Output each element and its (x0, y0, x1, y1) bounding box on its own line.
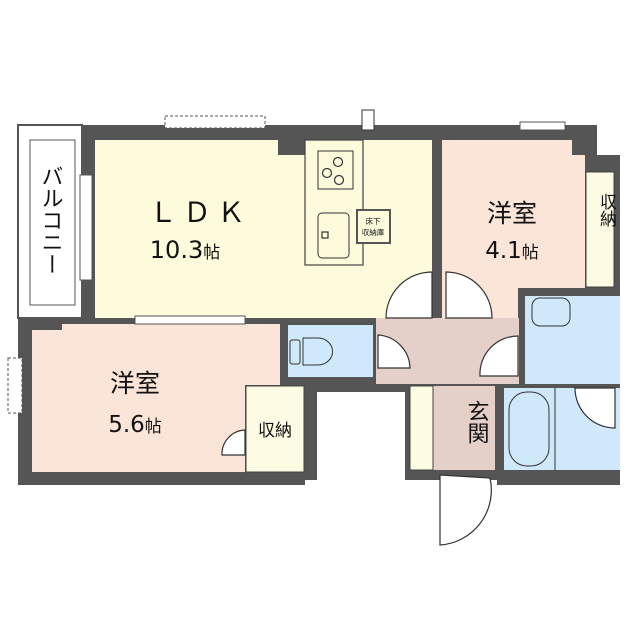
kitchen-counter (304, 139, 364, 266)
room-western-4-1 (442, 140, 585, 318)
svg-text:玄関: 玄関 (464, 400, 489, 444)
door[interactable] (445, 271, 493, 319)
svg-text:収納: 収納 (596, 193, 617, 228)
door[interactable] (361, 109, 375, 131)
toilet-door[interactable] (377, 334, 411, 369)
door[interactable] (385, 271, 433, 319)
closet-2 (245, 385, 305, 473)
bathtub (508, 391, 550, 467)
washroom (525, 296, 620, 384)
window (79, 174, 93, 281)
underfloor-storage (356, 209, 391, 244)
shoe-closet (409, 385, 434, 471)
svg-text:4.1帖: 4.1帖 (485, 238, 539, 264)
wash-basin (531, 297, 571, 327)
svg-text:ＬＤＫ: ＬＤＫ (149, 196, 251, 229)
toilet-room (288, 325, 373, 377)
toilet-icon (302, 337, 333, 366)
room-western-5-6 (32, 324, 280, 472)
sink (317, 212, 350, 259)
window (134, 315, 246, 325)
window (164, 115, 266, 129)
stove (317, 150, 354, 190)
window (519, 121, 566, 131)
svg-text:収納: 収納 (258, 421, 292, 441)
window (7, 357, 23, 414)
closet-door[interactable] (221, 429, 246, 456)
svg-text:収納庫: 収納庫 (362, 227, 385, 237)
entrance (433, 386, 495, 470)
washroom-door[interactable] (479, 335, 519, 377)
front-door[interactable] (439, 474, 492, 546)
svg-text:洋室: 洋室 (487, 199, 537, 228)
closet-1 (585, 171, 615, 288)
svg-text:5.6帖: 5.6帖 (108, 412, 162, 438)
svg-text:10.3帖: 10.3帖 (150, 236, 220, 264)
svg-text:床下: 床下 (366, 216, 381, 226)
svg-text:バルコニー: バルコニー (38, 165, 63, 275)
bath-door[interactable] (574, 387, 616, 429)
svg-text:洋室: 洋室 (110, 369, 160, 398)
